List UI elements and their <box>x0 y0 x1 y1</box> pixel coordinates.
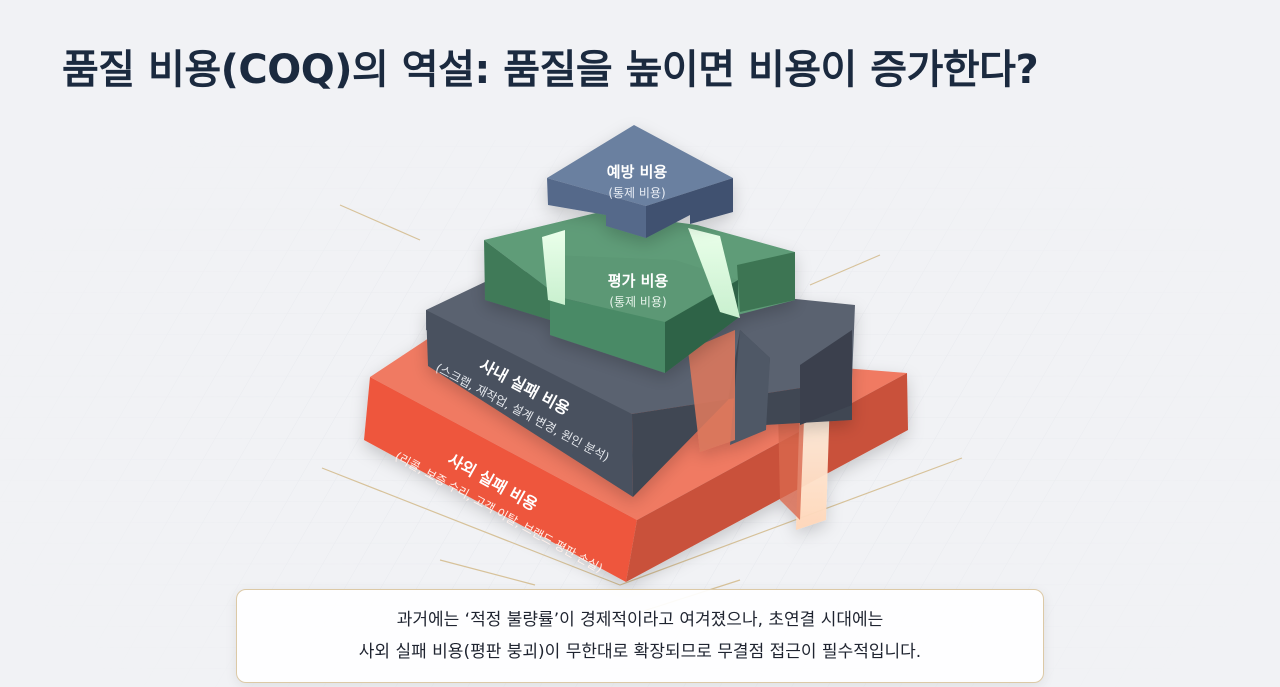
caption-line-2: 사외 실패 비용(평판 붕괴)이 무한대로 확장되므로 무결점 접근이 필수적입… <box>358 642 922 662</box>
prevention-label: 예방 비용 <box>607 163 668 181</box>
prevention-sub-label: (통제 비용) <box>608 186 665 200</box>
caption-line-1: 과거에는 ‘적정 불량률’이 경제적이라고 여겨졌으나, 초연결 시대에는 <box>396 610 884 630</box>
appraisal-label: 평가 비용 <box>608 272 669 290</box>
layer-prevention <box>547 125 733 238</box>
caption-box: 과거에는 ‘적정 불량률’이 경제적이라고 여겨졌으나, 초연결 시대에는 사외… <box>236 589 1044 683</box>
page-title: 품질 비용(COQ)의 역설: 품질을 높이면 비용이 증가한다? <box>62 47 1039 93</box>
base-guide-lines <box>321 204 963 626</box>
appraisal-sub-label: (통제 비용) <box>609 295 666 309</box>
layer-appraisal <box>484 212 795 373</box>
